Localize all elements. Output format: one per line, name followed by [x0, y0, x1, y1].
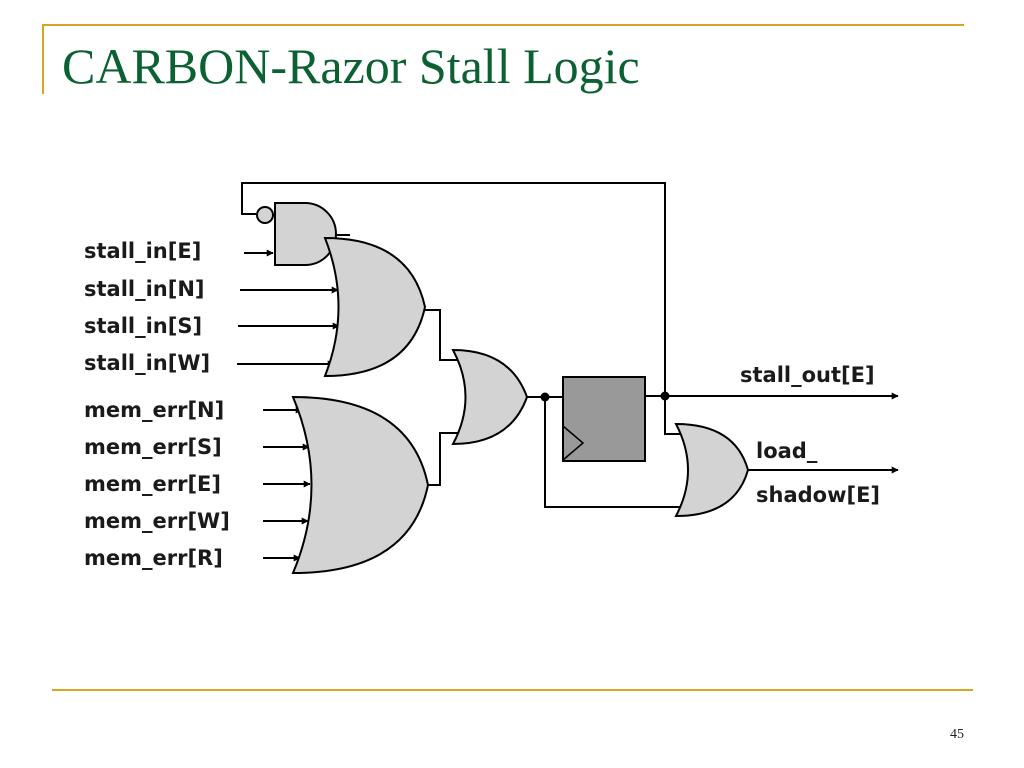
or-gate-load-shadow [674, 422, 750, 518]
or-gate-stall-inputs [323, 236, 427, 378]
left-accent-rule [42, 24, 44, 94]
or-gate-combine [451, 348, 529, 446]
output-label-load-line1: load_ [756, 439, 818, 463]
junction-dot-flipflop-output [660, 391, 670, 401]
input-label-mem-err-n: mem_err[N] [84, 398, 224, 422]
wire-mem-or-to-or [425, 432, 462, 486]
inverter-bubble [256, 206, 274, 224]
input-label-stall-in-n: stall_in[N] [84, 277, 205, 301]
page-number: 45 [950, 727, 964, 742]
wire-bypass-to-load-or [544, 397, 686, 508]
junction-dot-or-output [540, 392, 550, 402]
input-label-stall-in-s: stall_in[S] [84, 314, 202, 338]
output-label-stall-out: stall_out[E] [740, 363, 875, 387]
top-rule [42, 24, 964, 26]
clock-input-icon [562, 425, 585, 461]
wire-q-to-load-or [664, 396, 686, 435]
or-gate-mem-err [291, 395, 430, 575]
input-label-mem-err-e: mem_err[E] [84, 472, 221, 496]
input-label-mem-err-w: mem_err[W] [84, 509, 230, 533]
flip-flop-register [562, 376, 646, 462]
wire-feedback-loop [241, 182, 666, 396]
input-label-stall-in-w: stall_in[W] [84, 351, 210, 375]
slide-title: CARBON-Razor Stall Logic [62, 38, 640, 94]
output-label-load-line2: shadow[E] [756, 483, 880, 507]
input-label-mem-err-s: mem_err[S] [84, 435, 222, 459]
input-label-mem-err-r: mem_err[R] [84, 546, 223, 570]
wire-stall-or-to-or [425, 309, 460, 361]
and-gate-stall-e [274, 202, 337, 266]
input-label-stall-in-e: stall_in[E] [84, 239, 201, 263]
bottom-rule [52, 689, 973, 691]
